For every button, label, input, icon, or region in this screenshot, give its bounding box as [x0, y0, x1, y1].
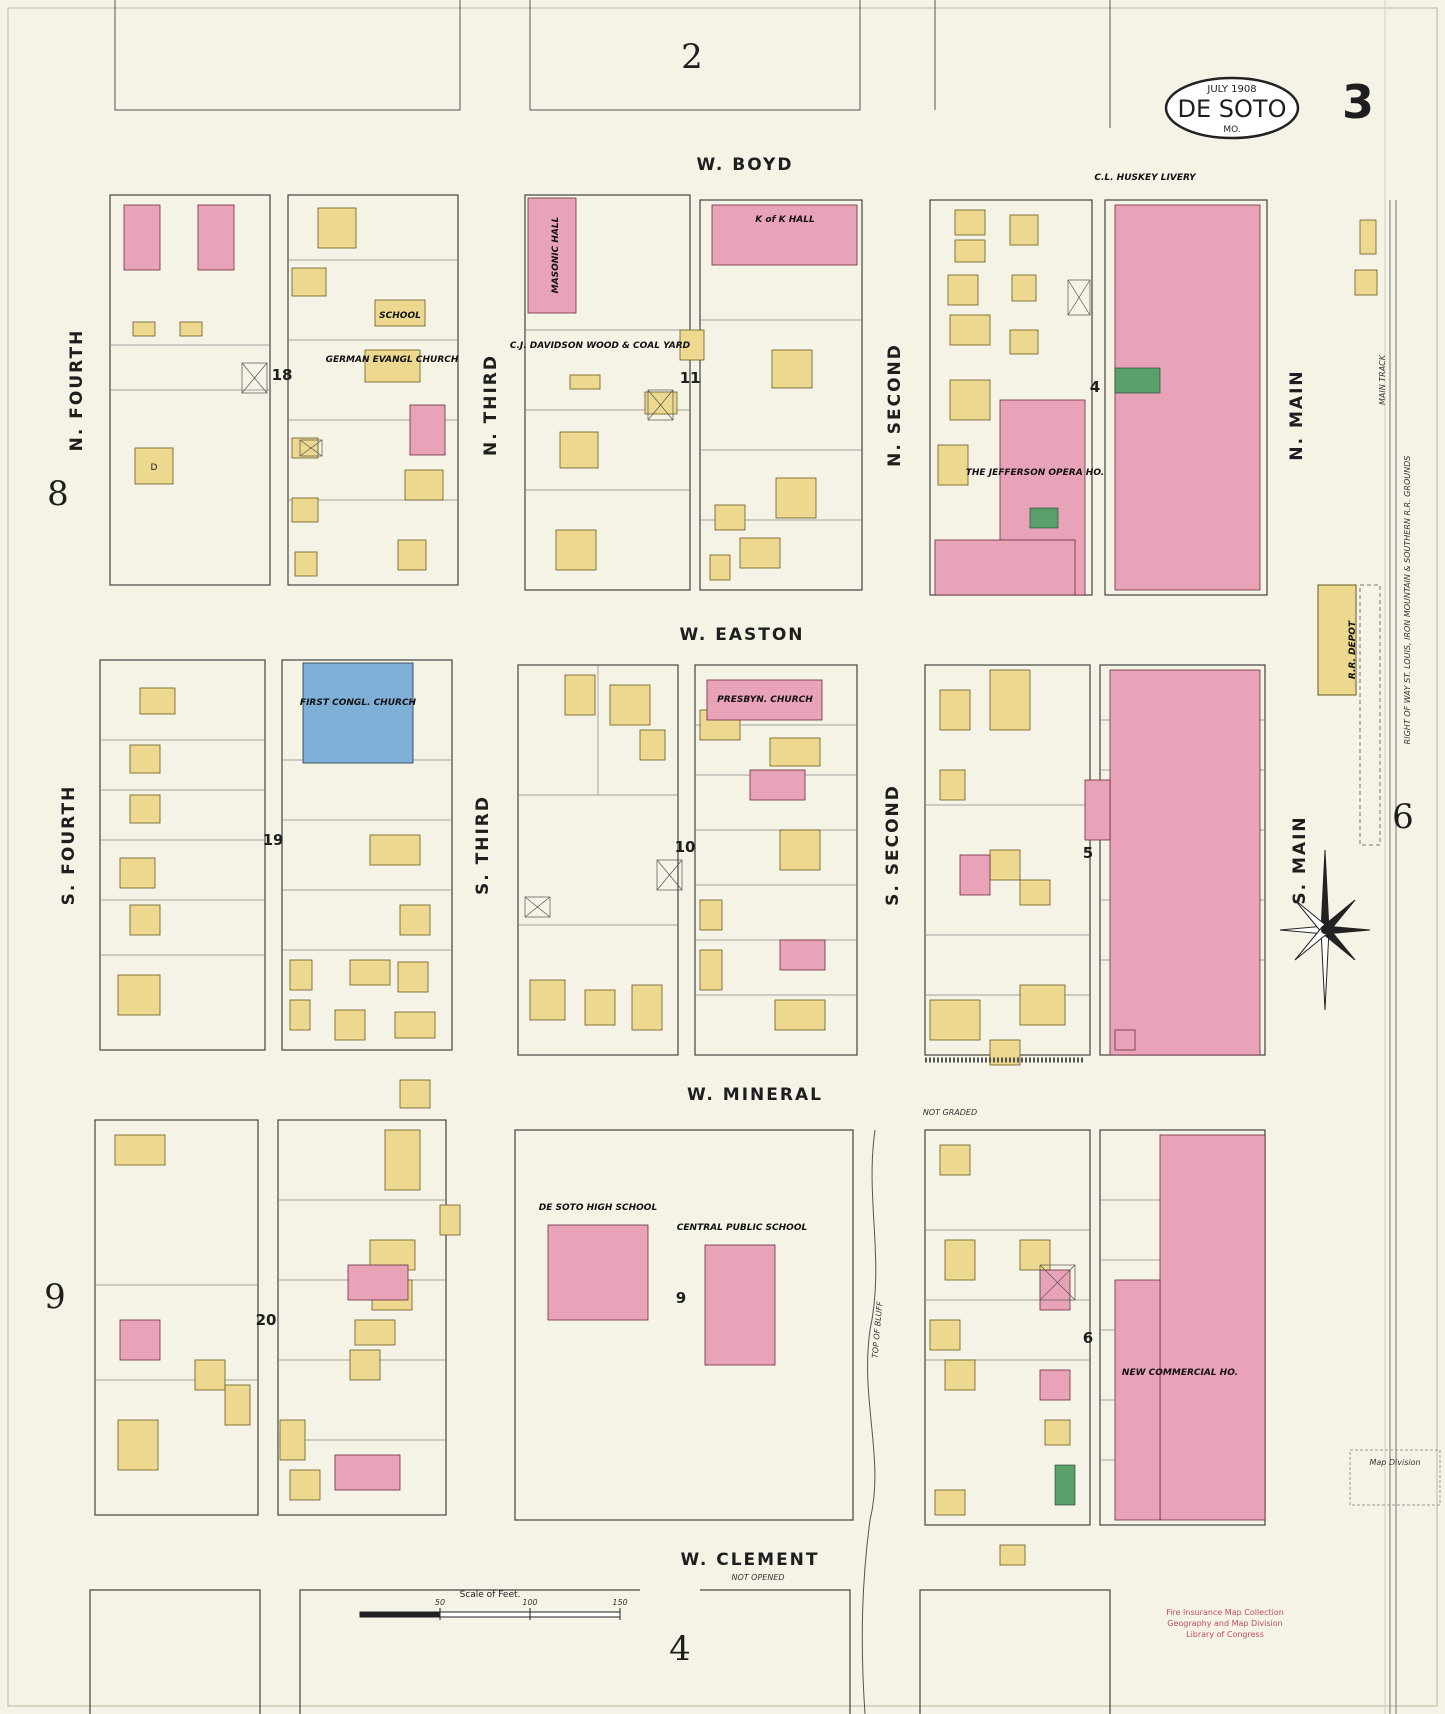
not-graded-label: NOT GRADED: [923, 1108, 977, 1117]
scale-tick-100: 100: [522, 1598, 537, 1607]
label-kofk-hall: K of K HALL: [755, 215, 815, 225]
bluff-note: TOP OF BLUFF: [871, 1301, 885, 1359]
block-number-10: 10: [675, 838, 696, 856]
main-track-label: MAIN TRACK: [1378, 354, 1387, 405]
railroad-note: RIGHT OF WAY ST. LOUIS, IRON MOUNTAIN & …: [1403, 456, 1412, 745]
block-6-west: [924, 1129, 1091, 1526]
street-s-fourth: S. FOURTH: [59, 785, 79, 906]
first-church-building: [302, 662, 414, 764]
street-labels: W. BOYD W. EASTON W. MINERAL W. CLEMENT …: [59, 155, 1387, 1582]
map-division-label: Map Division: [1369, 1458, 1420, 1467]
block-18-east: [287, 194, 459, 586]
railroad: [1317, 200, 1397, 1714]
street-w-clement: W. CLEMENT: [680, 1550, 819, 1570]
block-19-west: [99, 659, 266, 1051]
map-division-stamp: [1349, 1449, 1441, 1506]
block-outlines: [89, 194, 1268, 1714]
title-text: JULY 1908 DE SOTO MO. 3: [1178, 75, 1374, 135]
label-huskey-livery: C.L. HUSKEY LIVERY: [1094, 173, 1197, 183]
title-date: JULY 1908: [1206, 84, 1256, 95]
block-11-east: [699, 199, 863, 591]
scale-bar: [359, 1608, 621, 1620]
adjacent-sheet-labels: 2 4 8 9 6: [44, 37, 1414, 1669]
block-number-9: 9: [676, 1289, 686, 1307]
block-number-19: 19: [263, 831, 284, 849]
label-rr-depot: R.R. DEPOT: [1348, 620, 1358, 679]
frame-buildings: [114, 207, 1378, 1566]
label-first-church: FIRST CONGL. CHURCH: [300, 698, 417, 708]
scale-tick-150: 150: [612, 1598, 627, 1607]
label-masonic-hall: MASONIC HALL: [551, 216, 561, 293]
street-w-mineral: W. MINERAL: [687, 1085, 823, 1105]
label-german-church: GERMAN EVANGL CHURCH: [326, 355, 459, 365]
scale-tick-50: 50: [435, 1598, 445, 1607]
bluff-line: [861, 1129, 877, 1714]
street-s-third: S. THIRD: [473, 795, 493, 895]
block-9: [514, 1129, 854, 1521]
sheet-number: 3: [1342, 75, 1374, 129]
label-davidson-yard: C.J. DAVIDSON WOOD & COAL YARD: [510, 341, 691, 351]
block-20-east: [277, 1119, 447, 1516]
stamp-line-1: Fire Insurance Map Collection: [1166, 1608, 1284, 1617]
title-town: DE SOTO: [1178, 95, 1287, 123]
block-numbers: 18 11 4 19 10 5 20 9 6: [256, 366, 1101, 1347]
title-cartouche: [1164, 76, 1300, 140]
scale-title: Scale of Feet.: [460, 1590, 521, 1600]
label-dwelling: D: [151, 463, 158, 473]
block-4-east: [1104, 199, 1268, 596]
block-19-east: [281, 659, 453, 1051]
block-11-west: [524, 194, 691, 591]
top-blocks: [114, 0, 1111, 128]
street-s-second: S. SECOND: [883, 784, 903, 906]
adjacent-sheet-left-lower: 9: [44, 1277, 66, 1317]
block-number-4: 4: [1090, 378, 1100, 396]
block-number-6: 6: [1083, 1329, 1093, 1347]
block-number-18: 18: [272, 366, 293, 384]
label-high-school: DE SOTO HIGH SCHOOL: [539, 1203, 658, 1213]
label-school: SCHOOL: [379, 311, 421, 321]
label-presbyn-church: PRESBYN. CHURCH: [717, 695, 813, 705]
street-n-third: N. THIRD: [481, 354, 501, 456]
street-s-main: S. MAIN: [1290, 815, 1310, 904]
stamp-line-3: Library of Congress: [1186, 1630, 1264, 1639]
building-labels: SCHOOL GERMAN EVANGL CHURCH MASONIC HALL…: [151, 173, 1358, 1378]
brick-buildings: [119, 197, 1266, 1521]
compass-rose: [1279, 849, 1371, 1011]
street-n-second: N. SECOND: [885, 343, 905, 467]
adjacent-sheet-bottom: 4: [669, 1629, 691, 1669]
sheds: [241, 279, 1091, 1301]
block-20-west: [94, 1119, 259, 1516]
adjacent-sheet-left-upper: 8: [47, 474, 69, 514]
green-structures: [1029, 367, 1161, 1506]
map-notes: Scale of Feet. 50 100 150 Fire Insurance…: [435, 456, 1421, 1639]
block-number-20: 20: [256, 1311, 277, 1329]
block-number-5: 5: [1083, 844, 1093, 862]
block-10-east: [694, 664, 858, 1056]
label-jefferson-opera: THE JEFFERSON OPERA HO.: [966, 468, 1104, 478]
street-n-fourth: N. FOURTH: [67, 329, 87, 452]
street-w-boyd: W. BOYD: [697, 155, 794, 175]
label-new-commercial: NEW COMMERCIAL HO.: [1122, 1368, 1238, 1378]
label-central-school: CENTRAL PUBLIC SCHOOL: [677, 1223, 808, 1233]
adjacent-sheet-top: 2: [681, 37, 703, 77]
title-state: MO.: [1223, 125, 1240, 135]
block-number-11: 11: [680, 369, 701, 387]
stamp-line-2: Geography and Map Division: [1167, 1619, 1282, 1628]
street-w-easton: W. EASTON: [679, 625, 804, 645]
street-n-main: N. MAIN: [1287, 369, 1307, 460]
street-w-clement-note: NOT OPENED: [731, 1573, 784, 1582]
adjacent-sheet-right: 6: [1392, 797, 1414, 837]
